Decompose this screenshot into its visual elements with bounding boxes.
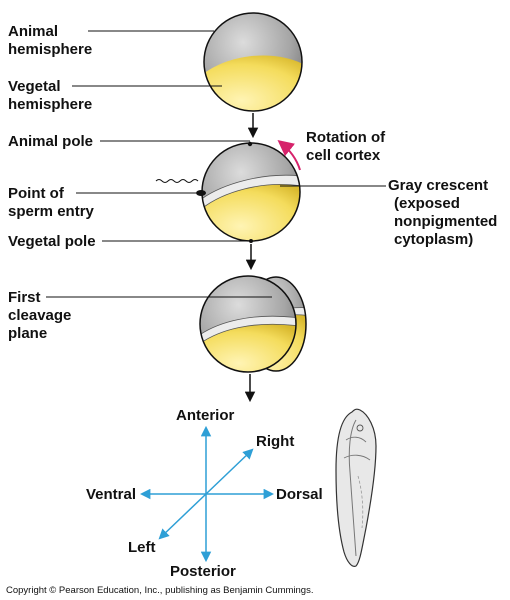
posterior-label: Posterior (170, 563, 236, 580)
gray-crescent-shape (202, 174, 300, 211)
sperm-entry-label: Point of sperm entry (8, 185, 95, 220)
vegetal-pole-dot (249, 239, 253, 243)
ventral-label: Ventral (86, 486, 136, 503)
vegetal-pole-label: Vegetal pole (8, 233, 96, 250)
right-axis (205, 448, 254, 495)
sperm-tail (155, 179, 199, 183)
dorsal-label: Dorsal (276, 486, 323, 503)
animal-hemisphere-label: Animal hemisphere (8, 23, 92, 58)
gray-crescent-label: Gray crescent (exposed nonpigmented cyto… (388, 177, 502, 248)
left-label: Left (128, 539, 156, 556)
first-cleavage-label: First cleavage plane (8, 289, 76, 342)
rotation-arrow (277, 140, 301, 171)
animal-pole-dot (247, 141, 253, 147)
animal-pole-label: Animal pole (8, 133, 93, 150)
vegetal-region-egg2 (202, 182, 300, 241)
egg-fertilized (201, 141, 301, 242)
egg-unfertilized (203, 12, 303, 112)
body-axes (139, 425, 275, 563)
anterior-label: Anterior (176, 407, 235, 424)
vegetal-hemisphere-label: Vegetal hemisphere (8, 78, 92, 113)
sperm-head (196, 190, 206, 196)
egg-first-cleavage (199, 275, 307, 373)
tadpole-embryo-illustration (335, 408, 377, 567)
copyright-text: Copyright © Pearson Education, Inc., pub… (6, 585, 313, 596)
right-label: Right (256, 433, 294, 450)
rotation-label: Rotation of cell cortex (306, 129, 389, 164)
left-axis (158, 493, 207, 540)
